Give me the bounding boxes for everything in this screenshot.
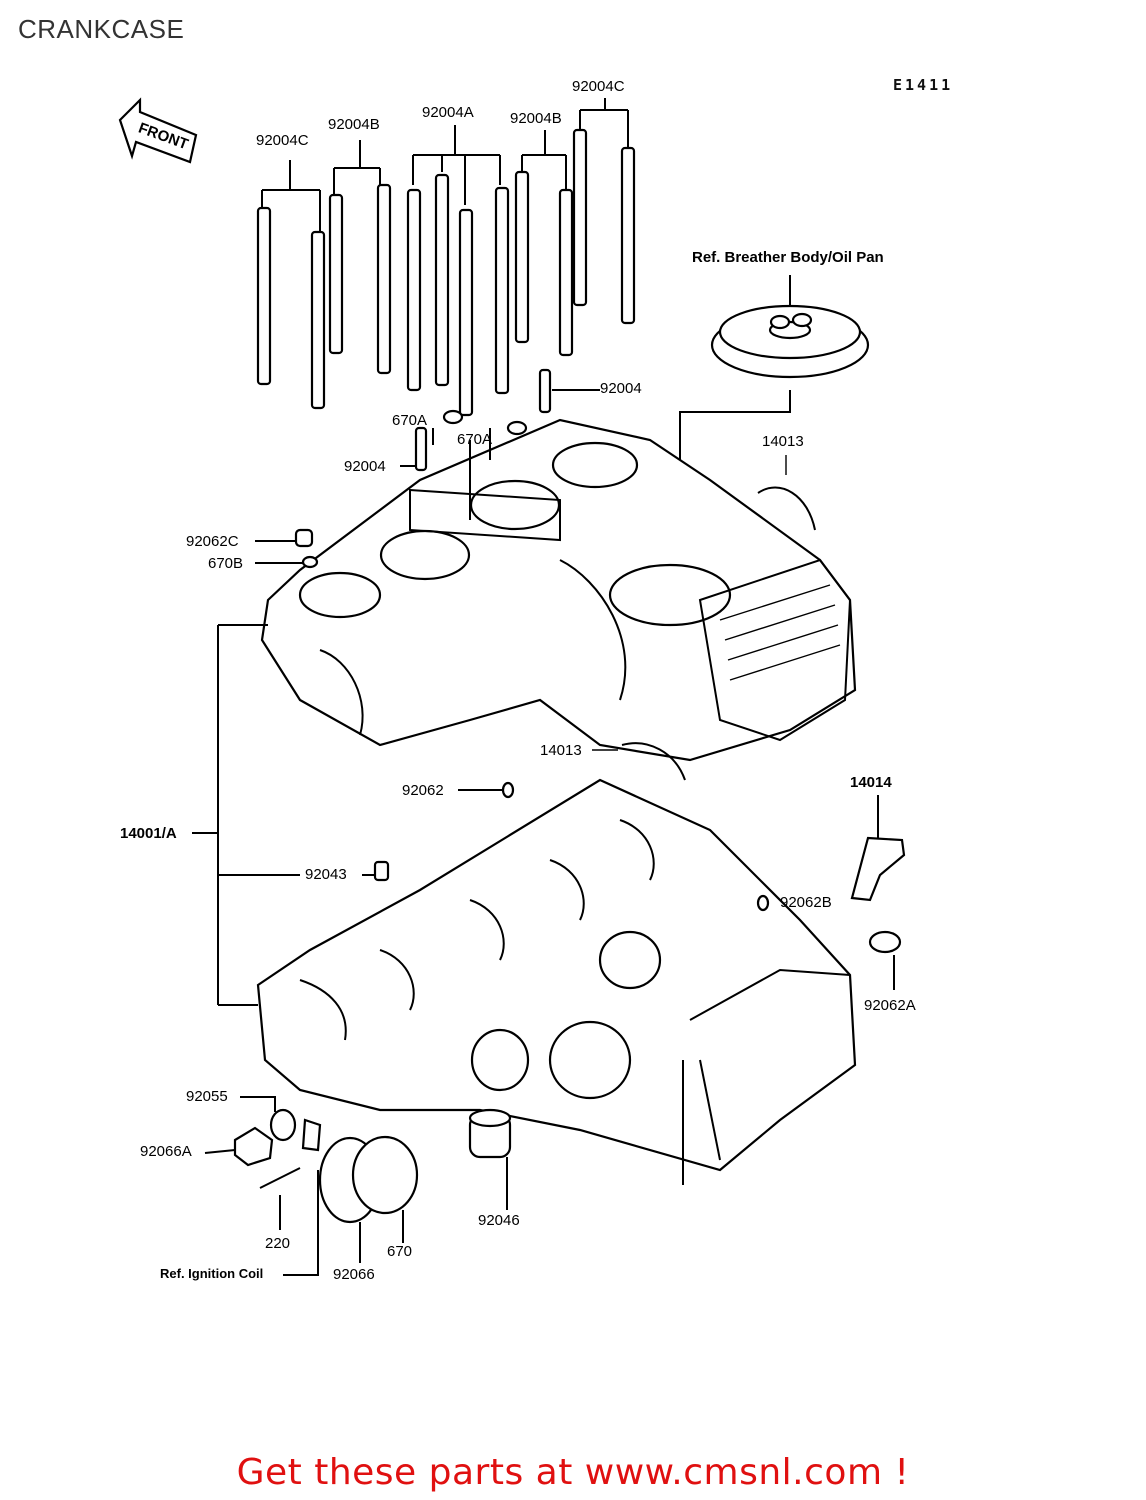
footer-call-to-action[interactable]: Get these parts at www.cmsnl.com ! bbox=[236, 1452, 910, 1493]
callout-670a-left: 670A bbox=[392, 412, 428, 429]
leader-lines bbox=[192, 389, 895, 1276]
stud-bolts bbox=[256, 128, 636, 472]
page-title: CRANKCASE bbox=[18, 14, 185, 44]
callout-92046: 92046 bbox=[478, 1212, 520, 1229]
callout-92004c-right: 92004C bbox=[572, 78, 625, 95]
stud-callout-lines bbox=[261, 98, 629, 232]
callout-92004-right: 92004 bbox=[600, 380, 642, 397]
breather-body-oil-pan bbox=[679, 275, 870, 625]
callout-ref-ignition: Ref. Ignition Coil bbox=[160, 1266, 264, 1281]
callout-670: 670 bbox=[387, 1243, 413, 1260]
diagram-id: E1411 bbox=[893, 76, 954, 94]
front-arrow-icon: FRONT bbox=[118, 97, 198, 164]
callout-92062c: 92062C bbox=[186, 533, 239, 550]
callout-670b: 670B bbox=[208, 555, 244, 572]
callout-92004-left: 92004 bbox=[344, 458, 386, 475]
lower-crankcase bbox=[256, 778, 857, 1172]
callout-92062a: 92062A bbox=[864, 997, 916, 1014]
upper-crankcase bbox=[260, 418, 857, 762]
small-hardware bbox=[233, 528, 906, 1224]
callout-92055: 92055 bbox=[186, 1088, 228, 1105]
callout-92004b-right: 92004B bbox=[510, 110, 562, 127]
callout-92062: 92062 bbox=[402, 782, 444, 799]
callout-14013-top: 14013 bbox=[762, 433, 804, 450]
callout-14013-lower: 14013 bbox=[540, 742, 582, 759]
callout-14001a: 14001/A bbox=[120, 825, 177, 842]
callout-92043: 92043 bbox=[305, 866, 347, 883]
crankcase-exploded-diagram: FRONT bbox=[118, 97, 906, 1276]
callout-92004b-left: 92004B bbox=[328, 116, 380, 133]
callout-92004a: 92004A bbox=[422, 104, 474, 121]
callout-220: 220 bbox=[265, 1235, 291, 1252]
callout-ref-breather: Ref. Breather Body/Oil Pan bbox=[692, 249, 884, 266]
callout-92062b: 92062B bbox=[780, 894, 832, 911]
callout-92066a: 92066A bbox=[140, 1143, 192, 1160]
callout-92004c-left: 92004C bbox=[256, 132, 309, 149]
callout-670a-right: 670A bbox=[457, 431, 493, 448]
callout-92066: 92066 bbox=[333, 1266, 375, 1283]
o-rings-670a bbox=[442, 409, 528, 436]
bearings-14013 bbox=[592, 455, 816, 781]
callout-14014: 14014 bbox=[850, 774, 892, 791]
